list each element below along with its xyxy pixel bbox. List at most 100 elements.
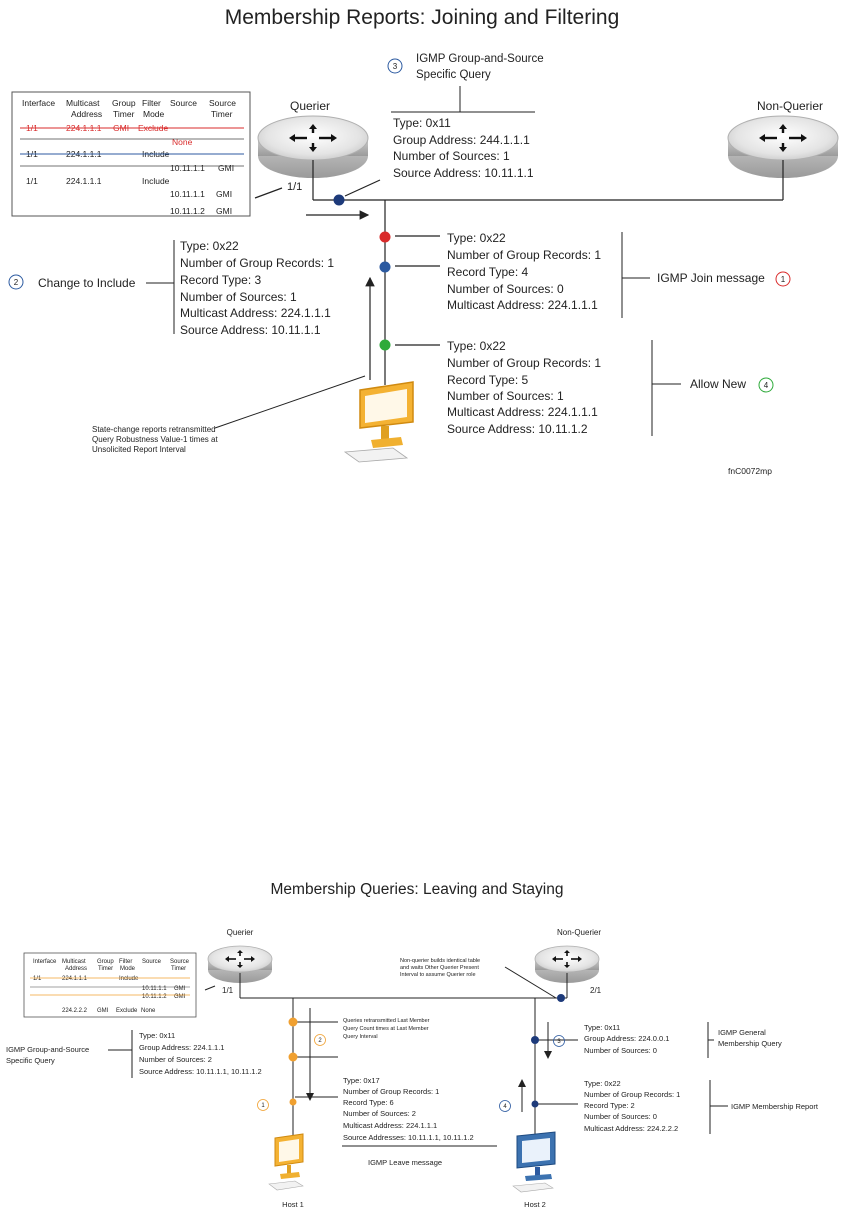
svg-text:Number of Sources: 0: Number of Sources: 0	[584, 1112, 657, 1121]
top-title: Membership Reports: Joining and Filterin…	[225, 6, 620, 29]
svg-text:Multicast Address: 224.2.2.2: Multicast Address: 224.2.2.2	[584, 1124, 678, 1133]
svg-text:Multicast: Multicast	[66, 98, 100, 108]
svg-text:Filter: Filter	[119, 959, 132, 965]
svg-text:3: 3	[557, 1039, 561, 1045]
svg-text:Number of Sources: 2: Number of Sources: 2	[343, 1109, 416, 1118]
svg-text:Timer: Timer	[171, 966, 186, 972]
bottom-report-callout: 4 Type: 0x22 Number of Group Records: 1 …	[499, 1079, 819, 1134]
svg-text:None: None	[172, 137, 193, 147]
svg-text:224.1.1.1: 224.1.1.1	[62, 976, 88, 982]
svg-text:and waits Other Querier Presen: and waits Other Querier Present	[400, 965, 479, 971]
svg-text:1: 1	[261, 1103, 265, 1109]
svg-text:Interface: Interface	[22, 98, 55, 108]
svg-text:Allow New: Allow New	[690, 377, 746, 391]
svg-text:Non-querier builds identical t: Non-querier builds identical table	[400, 958, 480, 964]
svg-text:Query Robustness Value-1 times: Query Robustness Value-1 times at	[92, 435, 218, 444]
svg-text:Multicast Address: 224.1.1.1: Multicast Address: 224.1.1.1	[180, 306, 331, 320]
svg-text:4: 4	[503, 1104, 507, 1110]
svg-text:Type: 0x22: Type: 0x22	[180, 239, 239, 253]
svg-text:Record Type: 4: Record Type: 4	[447, 265, 528, 279]
svg-text:Exclude: Exclude	[116, 1008, 138, 1014]
svg-text:3: 3	[393, 62, 398, 71]
bottom-nonquerier-label: Non-Querier	[557, 928, 601, 937]
top-nonquerier-label: Non-Querier	[757, 99, 823, 113]
host2-computer-icon[interactable]	[512, 1131, 556, 1193]
svg-text:Group Address: 224.1.1.1: Group Address: 224.1.1.1	[139, 1043, 224, 1052]
svg-text:224.2.2.2: 224.2.2.2	[62, 1008, 88, 1014]
svg-text:Source Address: 10.11.1.1, 10.: Source Address: 10.11.1.1, 10.11.1.2	[139, 1067, 262, 1076]
svg-text:None: None	[141, 1008, 156, 1014]
svg-text:Membership Query: Membership Query	[718, 1039, 782, 1048]
top-change2-callout: 2 Change to Include Type: 0x22 Number of…	[8, 239, 334, 337]
top-dot-green	[379, 339, 391, 351]
svg-text:2: 2	[14, 278, 19, 287]
svg-text:State-change reports retransmi: State-change reports retransmitted	[92, 425, 216, 434]
svg-text:Source Addresses: 10.11.1.1, 1: Source Addresses: 10.11.1.1, 10.11.1.2	[343, 1133, 474, 1142]
svg-text:10.11.1.1: 10.11.1.1	[170, 189, 205, 199]
svg-text:Address: Address	[65, 966, 87, 972]
svg-text:Timer: Timer	[113, 109, 135, 119]
svg-text:Number of Group Records: 1: Number of Group Records: 1	[447, 248, 601, 262]
top-querier-label: Querier	[290, 99, 330, 113]
svg-text:IGMP Join message: IGMP Join message	[657, 271, 765, 285]
bottom-retrans-note: Queries retransmitted Last Member Query …	[314, 1018, 430, 1046]
svg-text:Number of Group Records: 1: Number of Group Records: 1	[180, 256, 334, 270]
bottom-port-q: 1/1	[222, 986, 234, 995]
bottom-gsq-callout: IGMP Group-and-Source Specific Query Typ…	[6, 1030, 262, 1078]
svg-text:Source Address: 10.11.1.2: Source Address: 10.11.1.2	[447, 422, 588, 436]
svg-text:Mode: Mode	[120, 966, 136, 972]
svg-text:Interface: Interface	[33, 959, 57, 965]
top-allow4-callout: Type: 0x22 Number of Group Records: 1 Re…	[447, 339, 774, 436]
bottom-general-callout: 3 Type: 0x11 Group Address: 224.0.0.1 Nu…	[553, 1022, 782, 1058]
bottom-dot-orange-3	[289, 1098, 297, 1106]
svg-text:Group: Group	[112, 98, 136, 108]
top-dot-navy	[333, 194, 345, 206]
svg-text:Multicast Address: 224.1.1.1: Multicast Address: 224.1.1.1	[447, 405, 598, 419]
svg-text:Source: Source	[209, 98, 236, 108]
top-dot-red	[379, 231, 391, 243]
top-join1-callout: Type: 0x22 Number of Group Records: 1 Re…	[447, 231, 791, 318]
bottom-dot-navy-q	[557, 994, 565, 1002]
svg-text:Source: Source	[142, 959, 162, 965]
svg-text:Include: Include	[142, 176, 170, 186]
svg-text:Type: 0x17: Type: 0x17	[343, 1076, 380, 1085]
svg-text:10.11.1.2: 10.11.1.2	[142, 994, 167, 1000]
top-links	[254, 160, 784, 385]
svg-text:Record Type: 3: Record Type: 3	[180, 273, 261, 287]
top-dot-blue	[379, 261, 391, 273]
svg-text:Type: 0x11: Type: 0x11	[393, 116, 451, 130]
svg-text:Source: Source	[170, 959, 190, 965]
svg-text:Type: 0x22: Type: 0x22	[584, 1079, 621, 1088]
svg-text:GMI: GMI	[97, 1008, 109, 1014]
svg-text:Number of Sources: 1: Number of Sources: 1	[180, 290, 297, 304]
bottom-dot-orange-2	[288, 1052, 298, 1062]
svg-text:2: 2	[318, 1038, 322, 1044]
top-retransmit-note: State-change reports retransmitted Query…	[92, 375, 366, 454]
svg-text:IGMP General: IGMP General	[718, 1028, 766, 1037]
svg-text:1/1: 1/1	[26, 176, 38, 186]
svg-text:Query Interval: Query Interval	[343, 1034, 378, 1040]
svg-text:Group Address: 244.1.1.1: Group Address: 244.1.1.1	[393, 133, 530, 147]
svg-text:10.11.1.1: 10.11.1.1	[170, 163, 205, 173]
svg-text:IGMP Leave message: IGMP Leave message	[368, 1158, 442, 1167]
host1-label: Host 1	[282, 1200, 304, 1209]
svg-text:Timer: Timer	[98, 966, 113, 972]
svg-text:4: 4	[764, 381, 769, 390]
bottom-leave-callout: 1 Type: 0x17 Number of Group Records: 1 …	[257, 1076, 497, 1167]
top-computer-icon[interactable]	[343, 381, 414, 463]
svg-text:Source Address: 10.11.1.1: Source Address: 10.11.1.1	[393, 166, 534, 180]
svg-text:Address: Address	[71, 109, 102, 119]
svg-text:Interval to assume Querier rol: Interval to assume Querier role	[400, 972, 476, 978]
host1-computer-icon[interactable]	[268, 1133, 304, 1191]
svg-text:Multicast Address: 224.1.1.1: Multicast Address: 224.1.1.1	[343, 1121, 437, 1130]
bottom-interface-table: Interface Multicast Address Group Timer …	[23, 952, 197, 1018]
svg-text:Query Count times at Last Memb: Query Count times at Last Member	[343, 1026, 429, 1032]
svg-text:Number of Sources: 1: Number of Sources: 1	[393, 149, 510, 163]
svg-text:10.11.1.1: 10.11.1.1	[142, 986, 167, 992]
svg-text:Number of Group Records: 1: Number of Group Records: 1	[343, 1087, 439, 1096]
svg-text:GMI: GMI	[174, 986, 186, 992]
svg-text:Number of Sources: 2: Number of Sources: 2	[139, 1055, 212, 1064]
svg-text:Number of Group Records: 1: Number of Group Records: 1	[584, 1090, 680, 1099]
svg-text:Group: Group	[97, 959, 114, 965]
svg-text:1/1: 1/1	[33, 976, 42, 982]
